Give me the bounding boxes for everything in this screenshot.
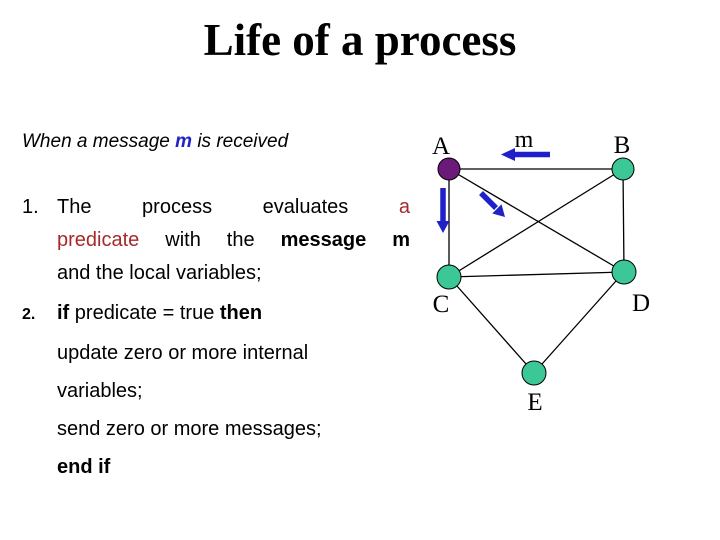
- node-e-label: E: [527, 389, 542, 416]
- list-item-2: 2. if predicate = true then: [22, 298, 410, 328]
- intro-text-after: is received: [197, 131, 289, 152]
- condition-text: predicate = true: [74, 302, 215, 324]
- word: with the: [165, 229, 255, 251]
- keyword-then: then: [219, 302, 263, 324]
- intro-line: When a message m is received: [22, 131, 410, 153]
- word: evaluates: [262, 196, 349, 218]
- end-if-statement: end if: [57, 456, 111, 478]
- node-c-circle: [436, 264, 462, 290]
- edge-b-c: [448, 168, 624, 278]
- send-arrow-to-d-shaft: [479, 191, 498, 210]
- item-1-line-3: and the local variables;: [57, 262, 262, 284]
- node-d-circle: [611, 259, 637, 285]
- keyword-if: if: [57, 302, 70, 324]
- incoming-message-arrow-head: [501, 148, 515, 161]
- item-2-text: if predicate = true then: [57, 298, 410, 328]
- item-1-number: 1.: [22, 196, 39, 218]
- edge-a-d: [448, 168, 625, 273]
- graph-edges: [448, 168, 625, 374]
- node-b-circle: [611, 157, 635, 181]
- item-1-text: The process evaluates a predicate with t…: [57, 191, 410, 290]
- word: process: [142, 196, 213, 218]
- word-bold: message m: [280, 229, 410, 251]
- send-arrow-to-d-head: [492, 204, 505, 217]
- node-c-label: C: [433, 291, 450, 318]
- edge-b-d: [622, 168, 625, 273]
- node-d-label: D: [632, 290, 650, 317]
- graph-nodes: [436, 157, 637, 386]
- send-arrow-to-c-head: [436, 221, 450, 233]
- list-item-1: 1. The process evaluates a predicate wit…: [22, 191, 410, 290]
- node-a-circle: [437, 157, 461, 181]
- update-statement: update zero or more internal variables;: [57, 342, 309, 402]
- item-2-number: 2.: [22, 306, 36, 323]
- body-text-block: When a message m is received 1. The proc…: [22, 131, 410, 486]
- send-statement: send zero or more messages;: [57, 418, 322, 440]
- graph-labels: A B C D E m: [432, 127, 650, 416]
- message-label: m: [515, 127, 534, 153]
- item-1-line-2: predicate with the message m: [57, 224, 410, 257]
- edge-c-d: [448, 271, 625, 278]
- message-variable: m: [175, 131, 193, 152]
- item-1-line-1: The process evaluates a: [57, 191, 410, 224]
- node-e-circle: [521, 360, 547, 386]
- page-title: Life of a process: [203, 15, 517, 65]
- edge-c-e: [448, 276, 535, 374]
- word: The: [57, 196, 92, 218]
- word-highlighted: predicate: [57, 229, 140, 251]
- node-b-label: B: [614, 132, 631, 159]
- intro-text-before: When a message: [22, 131, 170, 152]
- word-highlighted: a: [398, 196, 410, 218]
- message-arrows: [436, 148, 550, 233]
- edge-d-e: [533, 271, 625, 374]
- node-a-label: A: [432, 133, 450, 160]
